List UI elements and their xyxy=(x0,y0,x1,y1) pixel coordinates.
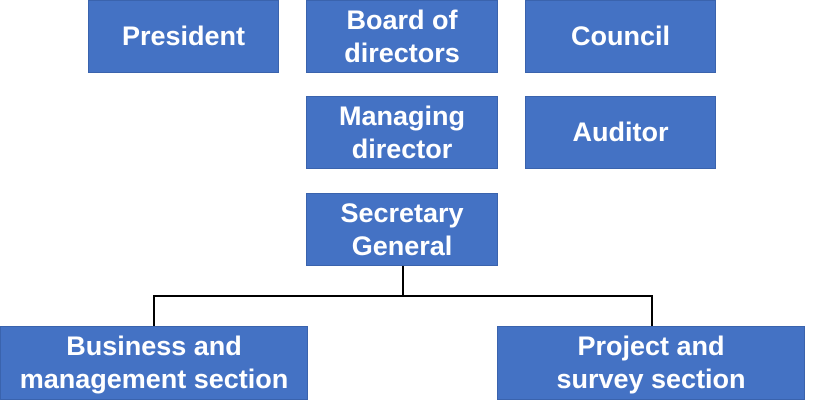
project-and-survey-section-label: Project and survey section xyxy=(556,331,746,394)
connector-trunk-line xyxy=(402,266,404,296)
business-and-management-section-box: Business and management section xyxy=(0,326,308,400)
managing-director-label: Managing director xyxy=(339,100,465,164)
connector-horizontal-line xyxy=(153,295,653,297)
auditor-box: Auditor xyxy=(525,96,716,169)
council-label: Council xyxy=(571,21,670,51)
board-of-directors-box: Board of directors xyxy=(306,0,498,73)
business-and-management-section-label: Business and management section xyxy=(19,331,289,394)
connector-left-drop-line xyxy=(153,295,155,326)
managing-director-box: Managing director xyxy=(306,96,498,169)
auditor-label: Auditor xyxy=(572,117,669,147)
project-and-survey-section-box: Project and survey section xyxy=(497,326,805,400)
connector-right-drop-line xyxy=(651,295,653,326)
president-box: President xyxy=(88,0,279,73)
president-label: President xyxy=(121,21,246,51)
board-of-directors-label: Board of directors xyxy=(344,4,460,68)
secretary-general-box: Secretary General xyxy=(306,193,498,266)
secretary-general-label: Secretary General xyxy=(340,197,464,261)
council-box: Council xyxy=(525,0,716,73)
